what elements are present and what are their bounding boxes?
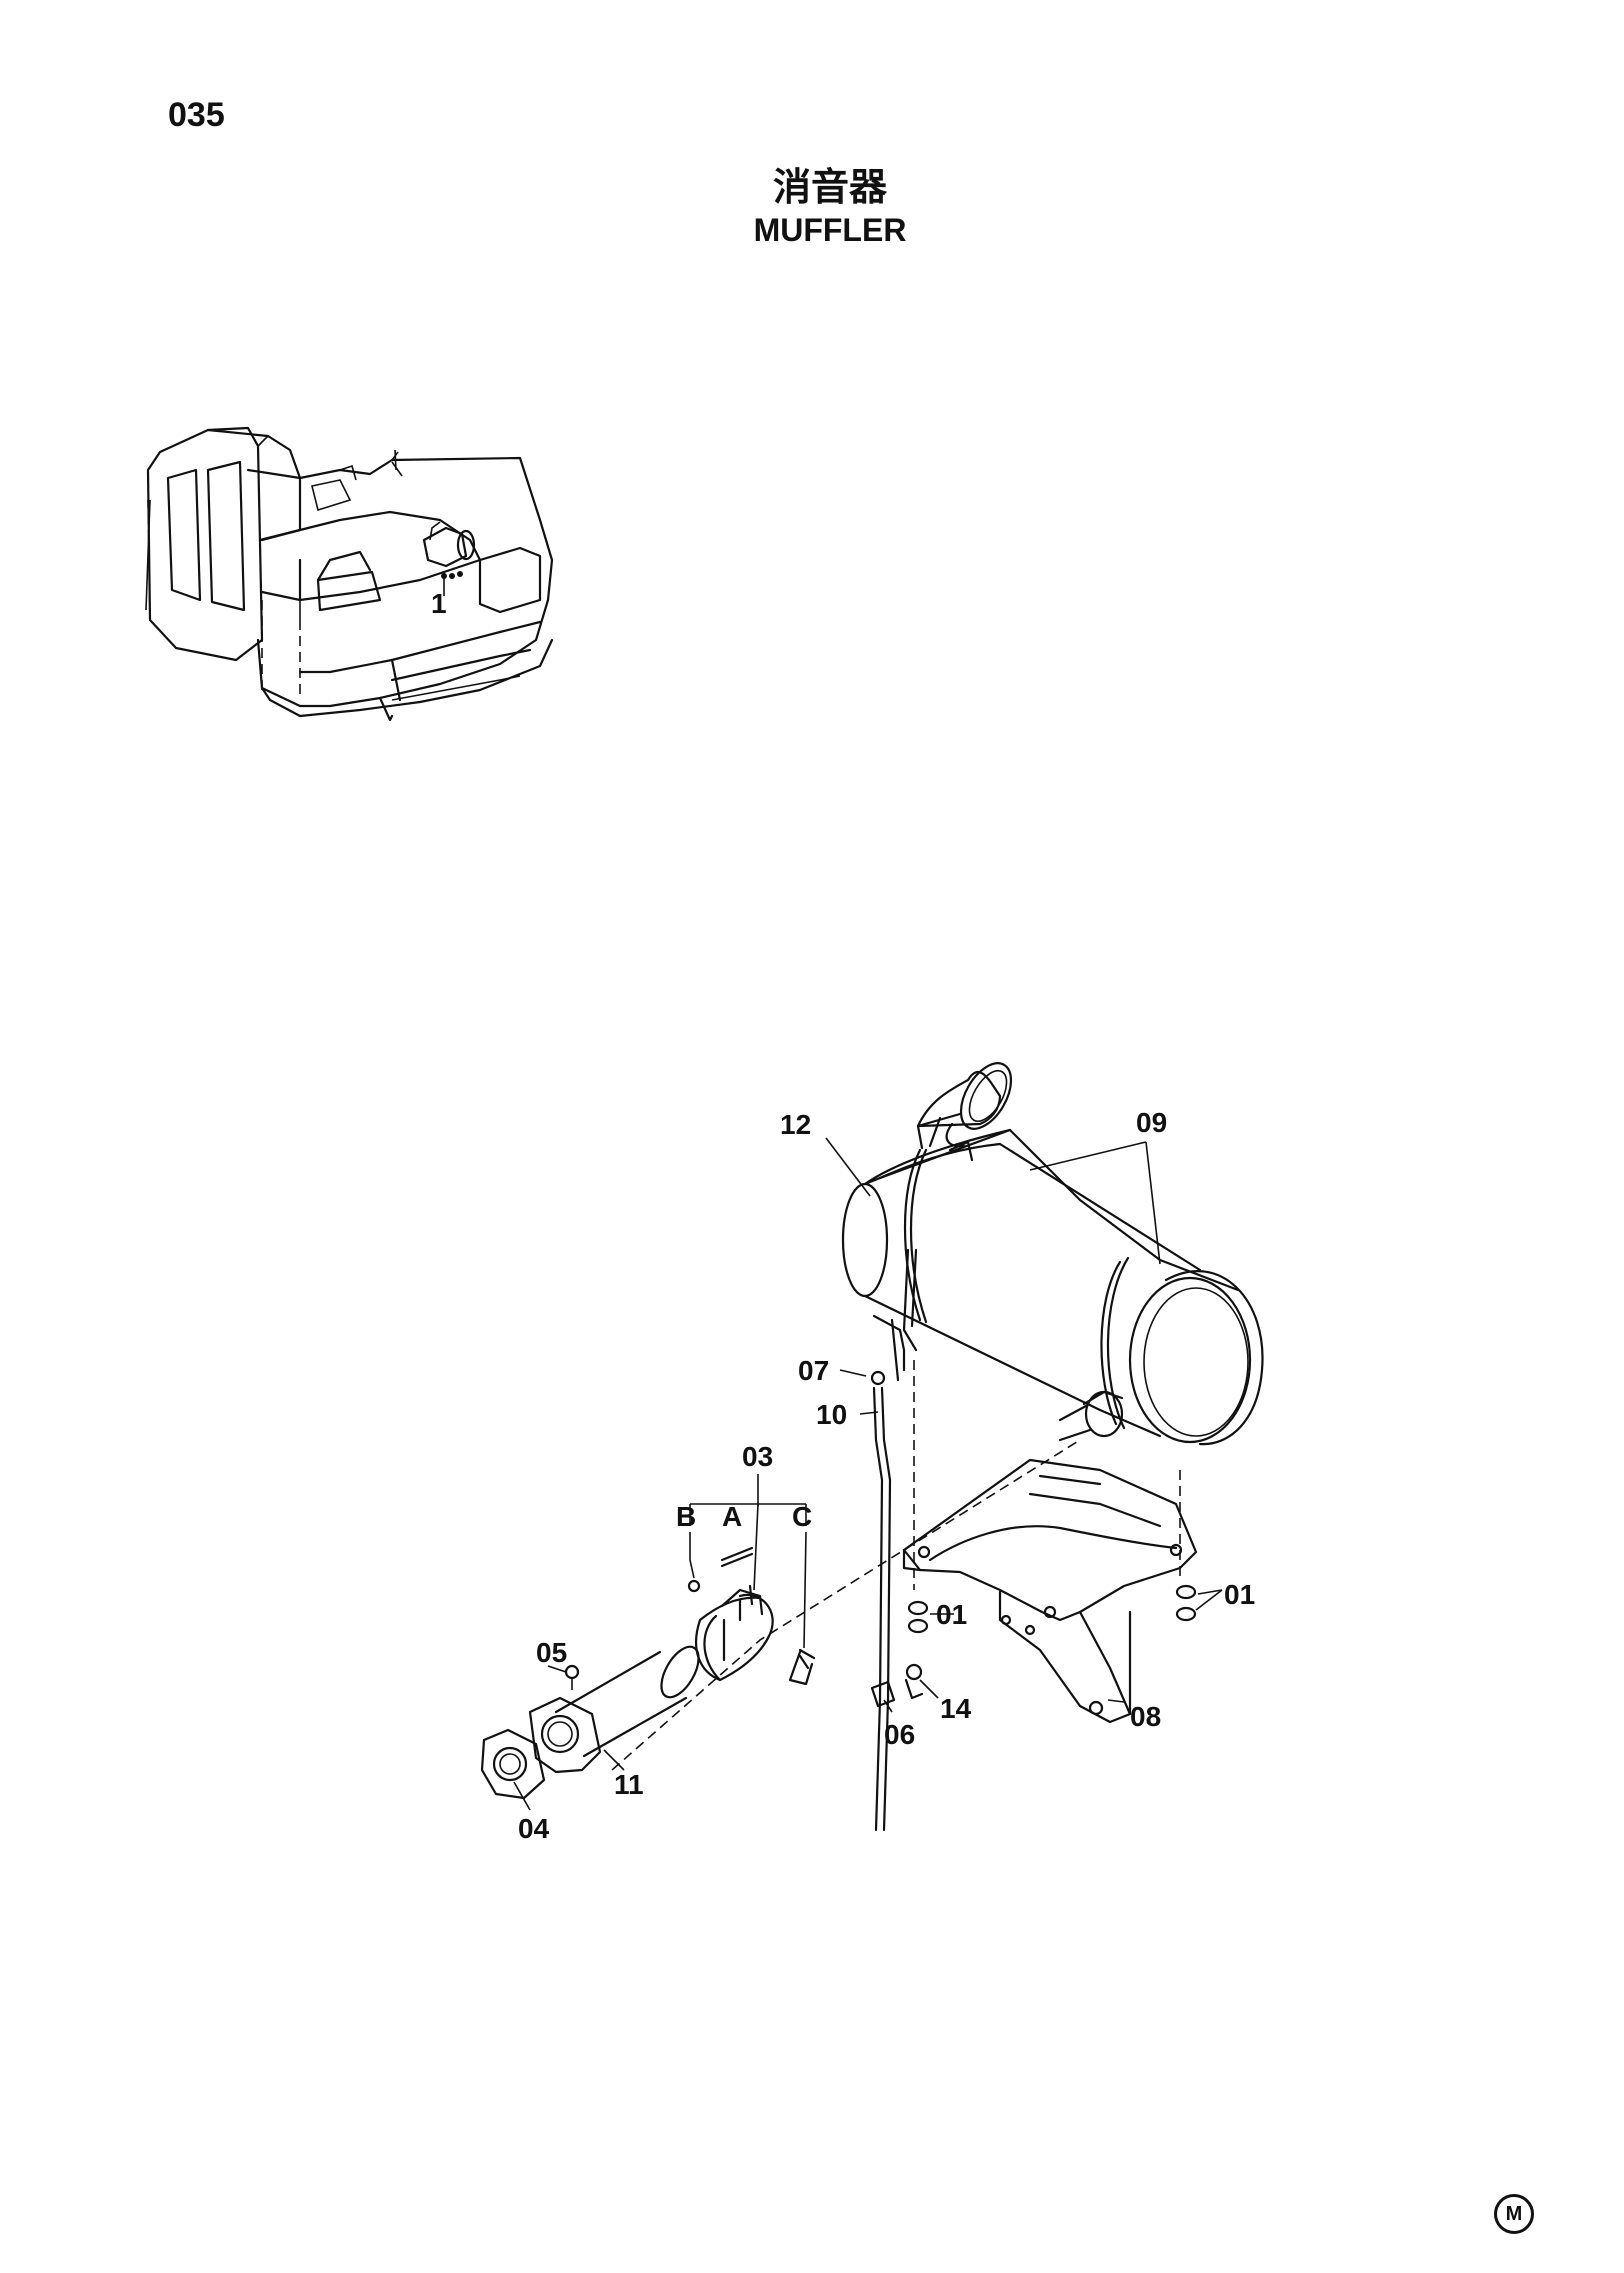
callout-10: 10 [816,1399,847,1430]
excavator-overview-drawing [145,426,554,722]
callout-C: C [792,1501,812,1532]
callout-08: 08 [1130,1701,1161,1732]
callout-A: A [722,1501,742,1532]
callout-03: 03 [742,1441,773,1472]
callout-12: 12 [780,1109,811,1140]
callout-07: 07 [798,1355,829,1386]
callout-05: 05 [536,1637,567,1668]
page-number: 035 [168,96,225,134]
overview-callout: 1 [431,588,447,619]
page-title-english: MUFFLER [753,212,907,248]
callout-06: 06 [884,1719,915,1750]
page-title-japanese: 消音器 [772,165,887,209]
leader-lines [513,1137,1223,1811]
callout-01-right: 01 [1224,1579,1255,1610]
callout-04: 04 [518,1813,550,1844]
callout-01-left: 01 [936,1599,967,1630]
callout-14: 14 [940,1693,972,1724]
muffler-assembly-drawing [480,1062,1264,1832]
callout-09: 09 [1136,1107,1167,1138]
callout-B: B [676,1501,696,1532]
manufacturer-mark: M [1494,2194,1534,2234]
callout-11: 11 [614,1769,644,1800]
